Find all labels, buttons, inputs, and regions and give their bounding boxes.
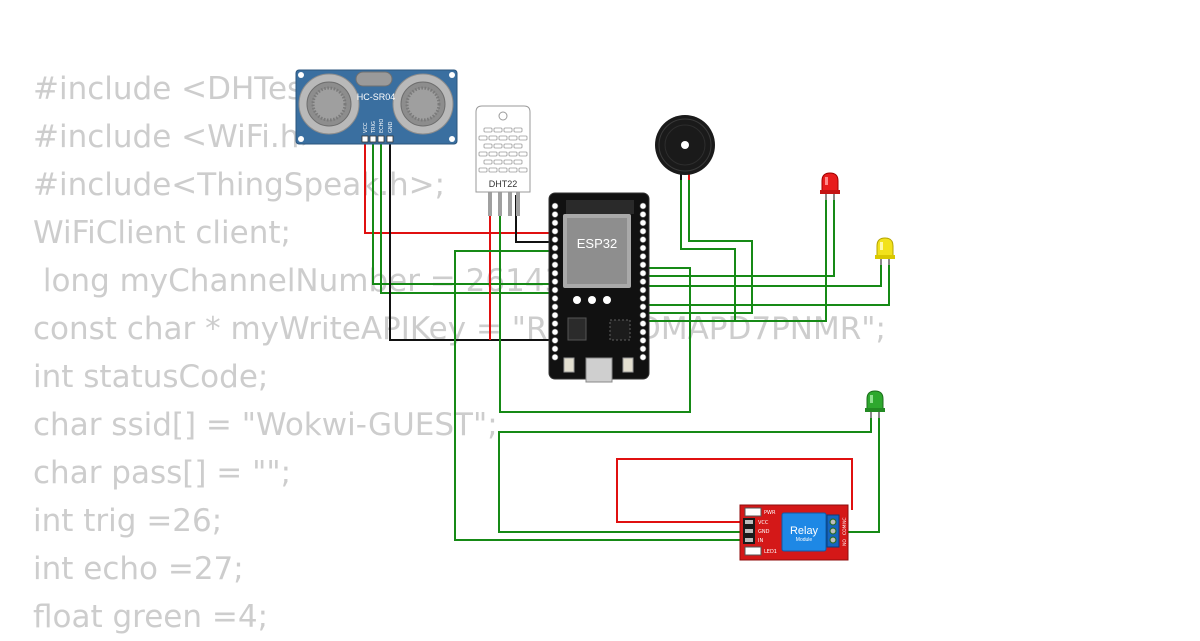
dht22-grille (478, 127, 528, 173)
relay-pwr-label: PWR (764, 510, 776, 516)
esp32-pin (551, 227, 559, 235)
esp32-label: ESP32 (577, 236, 617, 251)
esp32-pin (639, 236, 647, 243)
esp32-pin (551, 278, 559, 285)
wire-green-led-1[interactable] (498, 415, 872, 533)
esp32-pin (639, 345, 647, 353)
esp32-pin (639, 311, 647, 319)
esp32-pin (639, 320, 647, 327)
wire-buzzer-1[interactable] (645, 178, 736, 322)
esp32-pin (551, 286, 559, 294)
wire-vcc[interactable] (364, 140, 555, 234)
wire-green-led-2[interactable] (835, 415, 880, 533)
wire-relay-in[interactable] (454, 250, 745, 541)
ultrasonic-transducer-right (392, 73, 454, 135)
relay-subtitle: Module (796, 537, 813, 543)
esp32-pin (551, 244, 559, 252)
esp32-pin (639, 337, 647, 344)
code-line: char pass[] = ""; (33, 455, 292, 491)
ultrasonic-label: HC-SR04 (357, 92, 396, 102)
esp32-pin (551, 295, 559, 302)
esp32-board[interactable]: ESP32 (548, 192, 650, 383)
esp32-pin (551, 219, 559, 227)
esp32-pin (639, 269, 647, 277)
green-led-icon[interactable] (865, 390, 885, 418)
red-led-icon[interactable] (820, 172, 840, 200)
esp32-pin (639, 353, 647, 361)
esp32-pin-header-right (639, 202, 647, 361)
esp32-pin (551, 261, 559, 269)
relay-title: Relay (790, 525, 819, 537)
wire-dht-data[interactable] (499, 195, 691, 413)
esp32-pin-header-left (551, 202, 559, 361)
ultrasonic-transducer-left (298, 73, 360, 135)
wire-yellow-led-2[interactable] (645, 262, 890, 306)
ultrasonic-pin-label: GND (388, 121, 394, 133)
relay-pin-label: VCC (758, 520, 769, 526)
ultrasonic-pin-label: TRIG (371, 121, 377, 134)
esp32-pin (551, 269, 559, 277)
wire-buzzer-2[interactable] (645, 178, 753, 314)
relay-led-label: LED1 (764, 549, 777, 555)
wire-relay-power[interactable] (616, 458, 853, 523)
buzzer-icon[interactable] (655, 115, 715, 180)
esp32-pin (551, 337, 559, 344)
esp32-pin (639, 286, 647, 294)
esp32-pin (551, 353, 559, 361)
esp32-pin (639, 211, 647, 218)
esp32-pin (639, 202, 647, 210)
esp32-pin (639, 295, 647, 302)
wire-trig[interactable] (372, 140, 555, 285)
code-line: WiFiClient client; (33, 215, 291, 251)
wire-echo[interactable] (380, 140, 555, 294)
esp32-pin (551, 211, 559, 218)
esp32-pin (639, 278, 647, 285)
code-line: float green =4; (33, 599, 269, 635)
dht22-label: DHT22 (489, 179, 518, 189)
ultrasonic-pin-label: VCC (363, 122, 369, 133)
esp32-pin (639, 227, 647, 235)
wire-red-led-2[interactable] (645, 197, 835, 277)
esp32-pin (639, 253, 647, 260)
esp32-pin (551, 236, 559, 243)
esp32-pin (639, 244, 647, 252)
relay-pin-label: GND (758, 529, 770, 535)
esp32-pin (639, 303, 647, 311)
esp32-pin (551, 320, 559, 327)
esp32-pin (639, 328, 647, 336)
relay-pin-label: IN (758, 538, 763, 544)
relay-pin-label: NO (842, 539, 848, 546)
relay-module[interactable]: PWR LED1 VCC GND IN Relay Module NC COM … (739, 504, 849, 561)
yellow-led-icon[interactable] (875, 237, 895, 265)
esp32-pin (639, 261, 647, 269)
code-line: int statusCode; (33, 359, 269, 395)
esp32-pin (551, 345, 559, 353)
relay-pin-label: NC (842, 517, 848, 524)
dht22-sensor[interactable]: DHT22 (475, 105, 531, 216)
code-line: #include<ThingSpeak.h>; (33, 167, 446, 203)
ultrasonic-sensor[interactable]: HC-SR04 VCC TRIG ECHO GND (295, 69, 458, 145)
code-line: int echo =27; (33, 551, 244, 587)
esp32-pin (551, 328, 559, 336)
wire-yellow-led-1[interactable] (645, 262, 882, 287)
wires (364, 140, 890, 541)
esp32-pin (551, 202, 559, 210)
relay-pin-label: COM (842, 524, 848, 535)
esp32-pin (551, 303, 559, 311)
esp32-pin (551, 253, 559, 260)
wire-red-led-1[interactable] (735, 197, 827, 322)
esp32-pin (639, 219, 647, 227)
ultrasonic-pin-label: ECHO (379, 119, 385, 133)
code-line: int trig =26; (33, 503, 223, 539)
esp32-pin (551, 311, 559, 319)
